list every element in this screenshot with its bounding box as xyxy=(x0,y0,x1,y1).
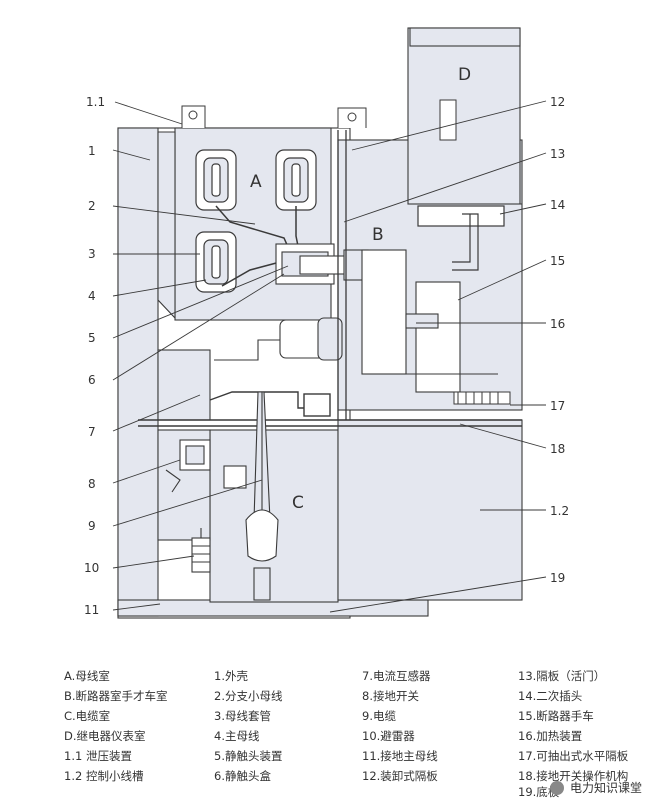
callout-17: 17 xyxy=(550,399,565,413)
legend-item: A.母线室 xyxy=(64,669,110,683)
busbar-bushings xyxy=(195,149,317,293)
relay-top-cap xyxy=(409,27,521,47)
legend-item: 13.隔板（活门） xyxy=(518,669,606,683)
legend-item: 18.接地开关操作机构 xyxy=(518,769,629,783)
right-callout-labels: 12 13 14 15 16 17 18 1.2 19 xyxy=(550,95,569,585)
legend-item: 2.分支小母线 xyxy=(214,689,283,703)
callout-12: 12 xyxy=(550,95,565,109)
wechat-logo-icon xyxy=(549,780,564,795)
section-letters: A B C D xyxy=(250,65,471,513)
callout-16: 16 xyxy=(550,317,565,331)
busbar-compartment-lower xyxy=(157,131,176,320)
legend-item: 1.外壳 xyxy=(214,669,248,683)
secondary-plug xyxy=(417,205,505,271)
top-lifting-lugs xyxy=(181,105,367,128)
left-callout-labels: 1.1 1 2 3 4 5 6 7 8 9 10 11 xyxy=(84,95,105,617)
callout-14: 14 xyxy=(550,198,565,212)
callout-5: 5 xyxy=(88,331,96,345)
legend-item: 16.加热装置 xyxy=(518,729,583,743)
earthing-switch xyxy=(165,439,247,493)
current-transformer xyxy=(214,317,343,361)
callout-8: 8 xyxy=(88,477,96,491)
callout-1: 1 xyxy=(88,144,96,158)
section-letter-d: D xyxy=(458,65,471,85)
callout-2: 2 xyxy=(88,199,96,213)
legend-item: 14.二次插头 xyxy=(518,689,583,703)
horizontal-partition xyxy=(453,391,511,405)
callout-10: 10 xyxy=(84,561,99,575)
legend-item: 12.装卸式隔板 xyxy=(362,769,438,783)
switchgear-diagram: A B C D 1.1 1 2 3 4 5 6 7 8 9 10 11 xyxy=(84,27,569,619)
callout-7: 7 xyxy=(88,425,96,439)
callout-3: 3 xyxy=(88,247,96,261)
callout-6: 6 xyxy=(88,373,96,387)
watermark: 电力知识课堂 xyxy=(549,779,642,796)
relay-compartment-d xyxy=(407,27,521,205)
legend-item: 9.电缆 xyxy=(362,709,396,723)
callout-9: 9 xyxy=(88,519,96,533)
main-busbar xyxy=(138,391,522,427)
breaker-truck xyxy=(361,249,498,393)
legend-item: D.继电器仪表室 xyxy=(64,729,146,743)
legend-item: 1.1 泄压装置 xyxy=(64,749,132,763)
legend-item: 8.接地开关 xyxy=(362,689,419,703)
relay-cabinet-details xyxy=(408,99,522,205)
callout-13: 13 xyxy=(550,147,565,161)
callout-1-1: 1.1 xyxy=(86,95,105,109)
legend-item: 3.母线套管 xyxy=(214,709,271,723)
left-wall xyxy=(117,127,159,617)
watermark-text: 电力知识课堂 xyxy=(569,781,642,795)
cable-termination xyxy=(245,391,279,601)
legend-item: 19.底板 xyxy=(518,785,560,799)
legend-item: 11.接地主母线 xyxy=(362,749,438,763)
static-contact-box xyxy=(275,243,369,285)
legend: A.母线室 B.断路器室手才车室 C.电缆室 D.继电器仪表室 1.1 泄压装置… xyxy=(0,668,660,810)
right-callout-lines xyxy=(329,100,547,613)
left-callout-lines xyxy=(112,101,289,611)
legend-item: 17.可抽出式水平隔板 xyxy=(518,749,629,763)
legend-item: 1.2 控制小线槽 xyxy=(64,769,144,783)
legend-item: C.电缆室 xyxy=(64,709,111,723)
callout-1-2: 1.2 xyxy=(550,504,569,518)
callout-18: 18 xyxy=(550,442,565,456)
legend-item: 6.静触头盒 xyxy=(214,769,271,783)
legend-item: 5.静触头装置 xyxy=(214,749,283,763)
partition-12 xyxy=(337,130,347,420)
legend-item: 4.主母线 xyxy=(214,729,260,743)
legend-item: 7.电流互感器 xyxy=(362,669,431,683)
legend-item: B.断路器室手才车室 xyxy=(64,689,168,703)
surge-arrester xyxy=(191,528,211,573)
legend-item: 15.断路器手车 xyxy=(518,709,594,723)
legend-item: 10.避雷器 xyxy=(362,729,415,743)
callout-11: 11 xyxy=(84,603,99,617)
section-letter-c: C xyxy=(292,493,304,513)
section-letter-a: A xyxy=(250,172,262,192)
callout-15: 15 xyxy=(550,254,565,268)
callout-19: 19 xyxy=(550,571,565,585)
section-letter-b: B xyxy=(372,225,384,245)
callout-4: 4 xyxy=(88,289,96,303)
